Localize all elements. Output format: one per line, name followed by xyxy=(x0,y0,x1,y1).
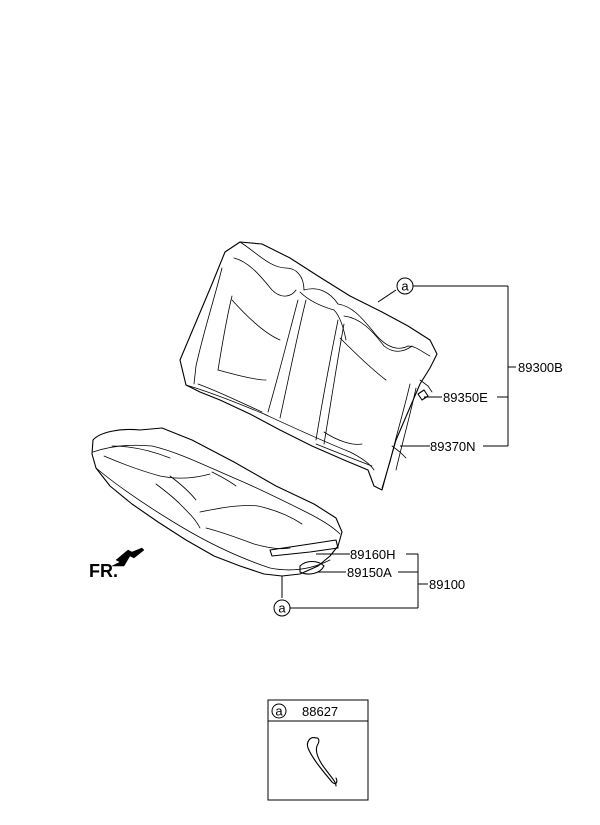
callout-89160h[interactable]: 89160H xyxy=(350,547,396,562)
callout-89370n[interactable]: 89370N xyxy=(430,439,476,454)
callout-89100[interactable]: 89100 xyxy=(429,577,465,592)
seat-back[interactable] xyxy=(179,241,438,491)
leader-lines xyxy=(281,285,516,609)
svg-text:a: a xyxy=(278,601,286,616)
detail-box-marker: a xyxy=(275,704,283,719)
callout-89150a[interactable]: 89150A xyxy=(347,565,392,580)
detail-box: a 88627 xyxy=(267,699,369,801)
front-arrow-icon xyxy=(111,547,145,567)
front-direction-indicator: FR. xyxy=(89,547,145,581)
callout-89300b[interactable]: 89300B xyxy=(518,360,563,375)
callout-89350e[interactable]: 89350E xyxy=(443,390,488,405)
ref-marker-seatback: a xyxy=(396,277,414,295)
front-label: FR. xyxy=(89,561,118,581)
svg-text:a: a xyxy=(401,279,409,294)
ref-marker-cushion: a xyxy=(273,599,291,617)
seat-cushion[interactable] xyxy=(91,427,343,577)
hook-clip-icon xyxy=(306,737,338,787)
detail-box-part-number[interactable]: 88627 xyxy=(302,704,338,719)
